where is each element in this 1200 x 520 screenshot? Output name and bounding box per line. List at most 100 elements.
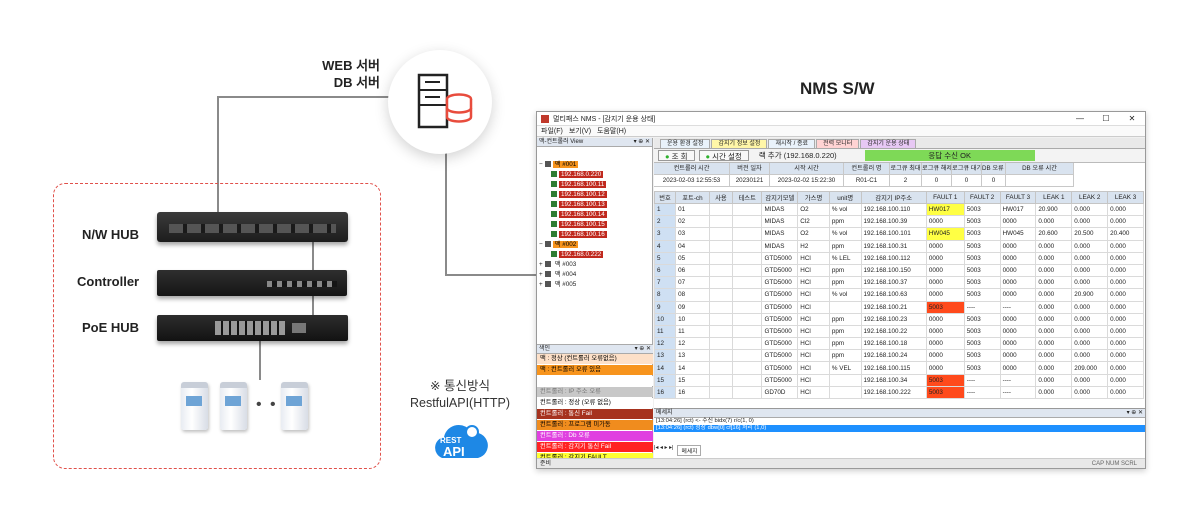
minimize-button[interactable]: —	[1076, 114, 1084, 123]
table-cell: 192.168.100.101	[860, 227, 927, 241]
close-button[interactable]: ✕	[1128, 114, 1136, 123]
expand-icon[interactable]: +	[539, 271, 543, 278]
tree-rack-node[interactable]: −맥 #002	[539, 240, 653, 250]
tab-1[interactable]: 운용 환경 설정	[660, 139, 711, 148]
column-header[interactable]: LEAK 1	[1035, 191, 1073, 204]
message-nav-arrows[interactable]: |◂ ◂ ▸ ▸|	[654, 445, 674, 451]
table-cell: 0000	[925, 337, 965, 351]
column-header[interactable]: 번호	[653, 191, 677, 204]
column-header[interactable]: 가스명	[797, 191, 830, 204]
table-cell	[731, 288, 763, 302]
rest-logo-bottom: API	[443, 444, 465, 459]
tab-5[interactable]: 감지기 운용 상태	[860, 139, 917, 148]
table-cell: HCl	[797, 300, 830, 314]
tree-rack-node[interactable]: −맥 #001	[539, 160, 653, 170]
tree-controller-node[interactable]: 192.168.100.12	[539, 190, 653, 200]
table-cell	[731, 373, 763, 387]
time-set-button[interactable]: ● 시간 설정	[698, 150, 749, 161]
collapse-icon[interactable]: −	[539, 161, 543, 168]
table-cell: 0.000	[1107, 202, 1144, 217]
tree-rack-node[interactable]: +맥 #004	[539, 270, 653, 280]
tree-controller-node[interactable]: 192.168.100.15	[539, 220, 653, 230]
table-cell: 0.000	[1107, 251, 1144, 265]
maximize-button[interactable]: ☐	[1102, 114, 1110, 123]
message-tab[interactable]: 메세지	[677, 445, 702, 456]
column-header[interactable]: unit명	[828, 191, 862, 204]
tree-rack-node[interactable]: +맥 #005	[539, 280, 653, 290]
message-line-selected[interactable]: [13:04:26] (rct) 정상 dbw[0] cf[16] 처리 (1,…	[654, 425, 1145, 432]
legend-pane: 색인 ▾ ⊕ ✕ 맥 : 정상 (컨트롤러 오류없음)맥 : 컨트롤러 오류 있…	[537, 344, 653, 463]
table-cell: 0000	[925, 215, 965, 229]
menu-view[interactable]: 보기(V)	[568, 128, 592, 135]
column-header[interactable]: 사용	[708, 191, 733, 204]
table-cell	[731, 300, 763, 314]
menu-file[interactable]: 파일(F)	[541, 128, 563, 135]
expand-icon[interactable]: +	[539, 281, 543, 288]
column-header[interactable]: LEAK 2	[1071, 191, 1109, 204]
column-header[interactable]: FAULT 2	[963, 191, 1001, 204]
summary-header: 컨트롤러 시간	[654, 163, 730, 175]
table-cell	[731, 361, 763, 375]
tab-4[interactable]: 전력 모니터	[816, 139, 860, 148]
legend-pane-controls[interactable]: ▾ ⊕ ✕	[634, 346, 651, 352]
table-cell: 0.000	[1071, 239, 1109, 253]
column-header[interactable]: 포트-ch	[675, 191, 710, 204]
rack-add-button[interactable]: 랙 추가 (192.168.0.220)	[758, 151, 837, 160]
message-pane-controls[interactable]: ▾ ⊕ ✕	[1126, 410, 1143, 416]
tree-rack-node[interactable]: +맥 #003	[539, 260, 653, 270]
table-cell: HCl	[797, 373, 830, 387]
table-cell: 15	[675, 373, 710, 387]
table-cell: 03	[675, 227, 710, 241]
tree-controller-node[interactable]: 192.168.0.220	[539, 170, 653, 180]
summary-value: 0	[982, 175, 1006, 187]
table-cell: 5003	[963, 324, 1001, 339]
column-header[interactable]: LEAK 3	[1107, 191, 1144, 204]
table-cell	[731, 312, 763, 326]
network-hub-device	[157, 212, 348, 242]
status-text: 준비	[540, 461, 552, 467]
column-header[interactable]: 테스트	[731, 191, 763, 204]
table-cell: 05	[675, 251, 710, 265]
tree-controller-node[interactable]: 192.168.0.222	[539, 250, 653, 260]
column-header[interactable]: 감지기 IP주소	[860, 191, 927, 204]
column-header[interactable]: FAULT 3	[999, 191, 1037, 204]
tree-controller-node[interactable]: 192.168.100.13	[539, 200, 653, 210]
column-header[interactable]: FAULT 1	[925, 191, 965, 204]
rest-logo-top: REST	[440, 436, 462, 445]
tree-node-label: 192.168.100.14	[559, 211, 607, 218]
green-dot-icon: ●	[665, 152, 670, 161]
table-cell: 07	[675, 276, 710, 290]
tree-controller-node[interactable]: 192.168.100.14	[539, 210, 653, 220]
table-cell: 12	[675, 337, 710, 351]
query-button[interactable]: ● 조 회	[658, 150, 695, 161]
expand-icon[interactable]: +	[539, 261, 543, 268]
menu-help[interactable]: 도움말(H)	[597, 128, 627, 135]
tree-controller-node[interactable]: 192.168.100.11	[539, 180, 653, 190]
legend-item: 컨트롤러 : 정상 (오류 없음)	[537, 398, 653, 408]
tab-2[interactable]: 감지기 정보 설정	[711, 139, 768, 148]
collapse-icon[interactable]: −	[539, 241, 543, 248]
pane-controls[interactable]: ▾ ⊕ ✕	[633, 139, 650, 145]
table-cell: 0.000	[1035, 337, 1073, 351]
table-cell: ppm	[828, 239, 862, 253]
column-header[interactable]: 감지기모델	[761, 191, 799, 204]
tree-controller-node[interactable]: 192.168.100.16	[539, 230, 653, 240]
tab-3[interactable]: 재시작 / 종료	[768, 139, 816, 148]
table-cell: 10	[653, 312, 677, 326]
